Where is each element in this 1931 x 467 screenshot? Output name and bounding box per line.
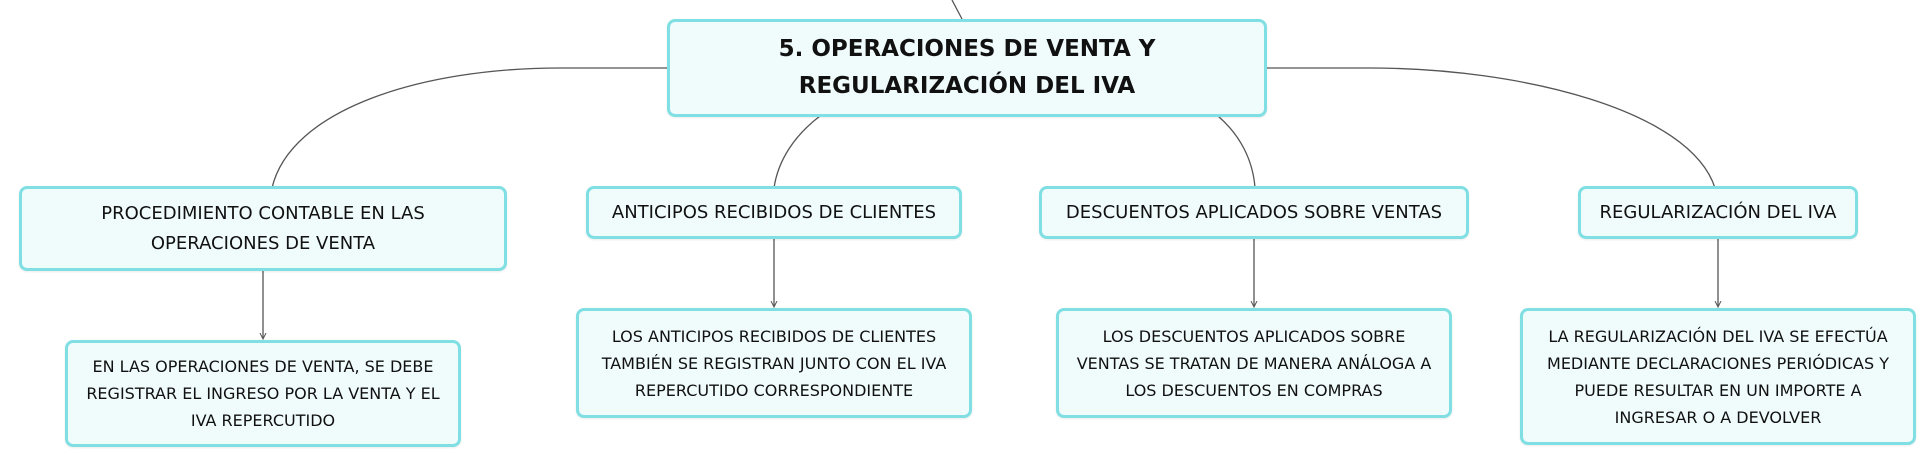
connector-root-to-topic-3 bbox=[1217, 115, 1256, 189]
detail-text: LA REGULARIZACIÓN DEL IVA SE EFECTÚA MED… bbox=[1547, 326, 1889, 427]
detail-text: EN LAS OPERACIONES DE VENTA, SE DEBE REG… bbox=[86, 357, 440, 430]
connector-root-to-topic-1 bbox=[271, 67, 667, 189]
detail-procedimiento-contable[interactable]: EN LAS OPERACIONES DE VENTA, SE DEBE REG… bbox=[65, 340, 461, 447]
topic-descuentos-ventas[interactable]: DESCUENTOS APLICADOS SOBRE VENTAS bbox=[1039, 186, 1469, 239]
detail-regularizacion-iva[interactable]: LA REGULARIZACIÓN DEL IVA SE EFECTÚA MED… bbox=[1520, 308, 1916, 445]
detail-text: LOS ANTICIPOS RECIBIDOS DE CLIENTES TAMB… bbox=[601, 326, 947, 400]
topic-label: REGULARIZACIÓN DEL IVA bbox=[1599, 201, 1837, 223]
topic-procedimiento-contable[interactable]: PROCEDIMIENTO CONTABLE EN LAS OPERACIONE… bbox=[19, 186, 507, 271]
topic-regularizacion-iva[interactable]: REGULARIZACIÓN DEL IVA bbox=[1578, 186, 1858, 239]
connector-parent-to-root bbox=[951, 0, 963, 20]
root-topic[interactable]: 5. OPERACIONES DE VENTA Y REGULARIZACIÓN… bbox=[667, 19, 1267, 117]
root-topic-label: 5. OPERACIONES DE VENTA Y REGULARIZACIÓN… bbox=[778, 36, 1156, 99]
topic-anticipos-recibidos[interactable]: ANTICIPOS RECIBIDOS DE CLIENTES bbox=[586, 186, 962, 239]
topic-label: DESCUENTOS APLICADOS SOBRE VENTAS bbox=[1065, 201, 1443, 223]
connector-root-to-topic-4 bbox=[1267, 67, 1716, 189]
detail-text: LOS DESCUENTOS APLICADOS SOBRE VENTAS SE… bbox=[1076, 326, 1432, 400]
topic-label: ANTICIPOS RECIBIDOS DE CLIENTES bbox=[611, 201, 937, 223]
topic-label: PROCEDIMIENTO CONTABLE EN LAS OPERACIONE… bbox=[101, 202, 425, 254]
detail-descuentos-ventas[interactable]: LOS DESCUENTOS APLICADOS SOBRE VENTAS SE… bbox=[1056, 308, 1452, 418]
connector-root-to-topic-2 bbox=[773, 115, 821, 189]
detail-anticipos-recibidos[interactable]: LOS ANTICIPOS RECIBIDOS DE CLIENTES TAMB… bbox=[576, 308, 972, 418]
